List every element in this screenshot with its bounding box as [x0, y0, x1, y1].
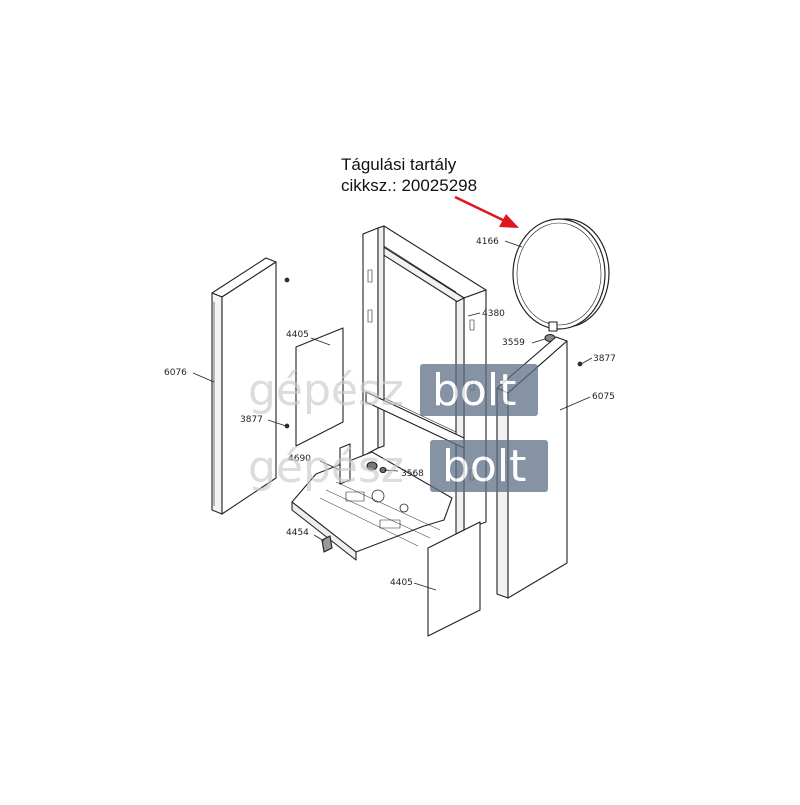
watermark-logo-bottom: gépész bolt	[248, 440, 548, 493]
left-side-panel	[211, 257, 277, 515]
part-label-3877-left: 3877	[240, 415, 263, 425]
svg-text:bolt: bolt	[432, 365, 516, 416]
red-arrow-icon	[454, 195, 519, 228]
svg-text:bolt: bolt	[442, 441, 526, 492]
annotation-title: Tágulási tartály	[341, 155, 457, 174]
base-plate	[291, 443, 453, 561]
small-clip	[321, 535, 333, 553]
side-insulation-panel-top	[295, 327, 344, 447]
part-label-4405-bottom: 4405	[390, 578, 413, 588]
svg-text:gépész: gépész	[248, 442, 404, 493]
watermark-logo-top: gépész bolt	[248, 364, 538, 416]
annotation-part-number: cikksz.: 20025298	[341, 176, 478, 195]
grommet	[366, 461, 387, 474]
part-label-6076: 6076	[164, 368, 187, 378]
part-label-3877-right: 3877	[593, 354, 616, 364]
part-label-3559: 3559	[502, 338, 525, 348]
expansion-vessel	[512, 218, 610, 332]
part-label-4405-top: 4405	[286, 330, 309, 340]
svg-text:gépész: gépész	[248, 365, 404, 416]
part-label-4454: 4454	[286, 528, 309, 538]
part-label-4690: 4690	[288, 454, 311, 464]
part-label-6075: 6075	[592, 392, 615, 402]
side-insulation-panel-bottom	[427, 521, 481, 637]
part-label-4166: 4166	[476, 237, 499, 247]
leader-lines	[192, 240, 593, 591]
part-label-4380: 4380	[482, 309, 505, 319]
part-label-3568: 3568	[401, 469, 424, 479]
